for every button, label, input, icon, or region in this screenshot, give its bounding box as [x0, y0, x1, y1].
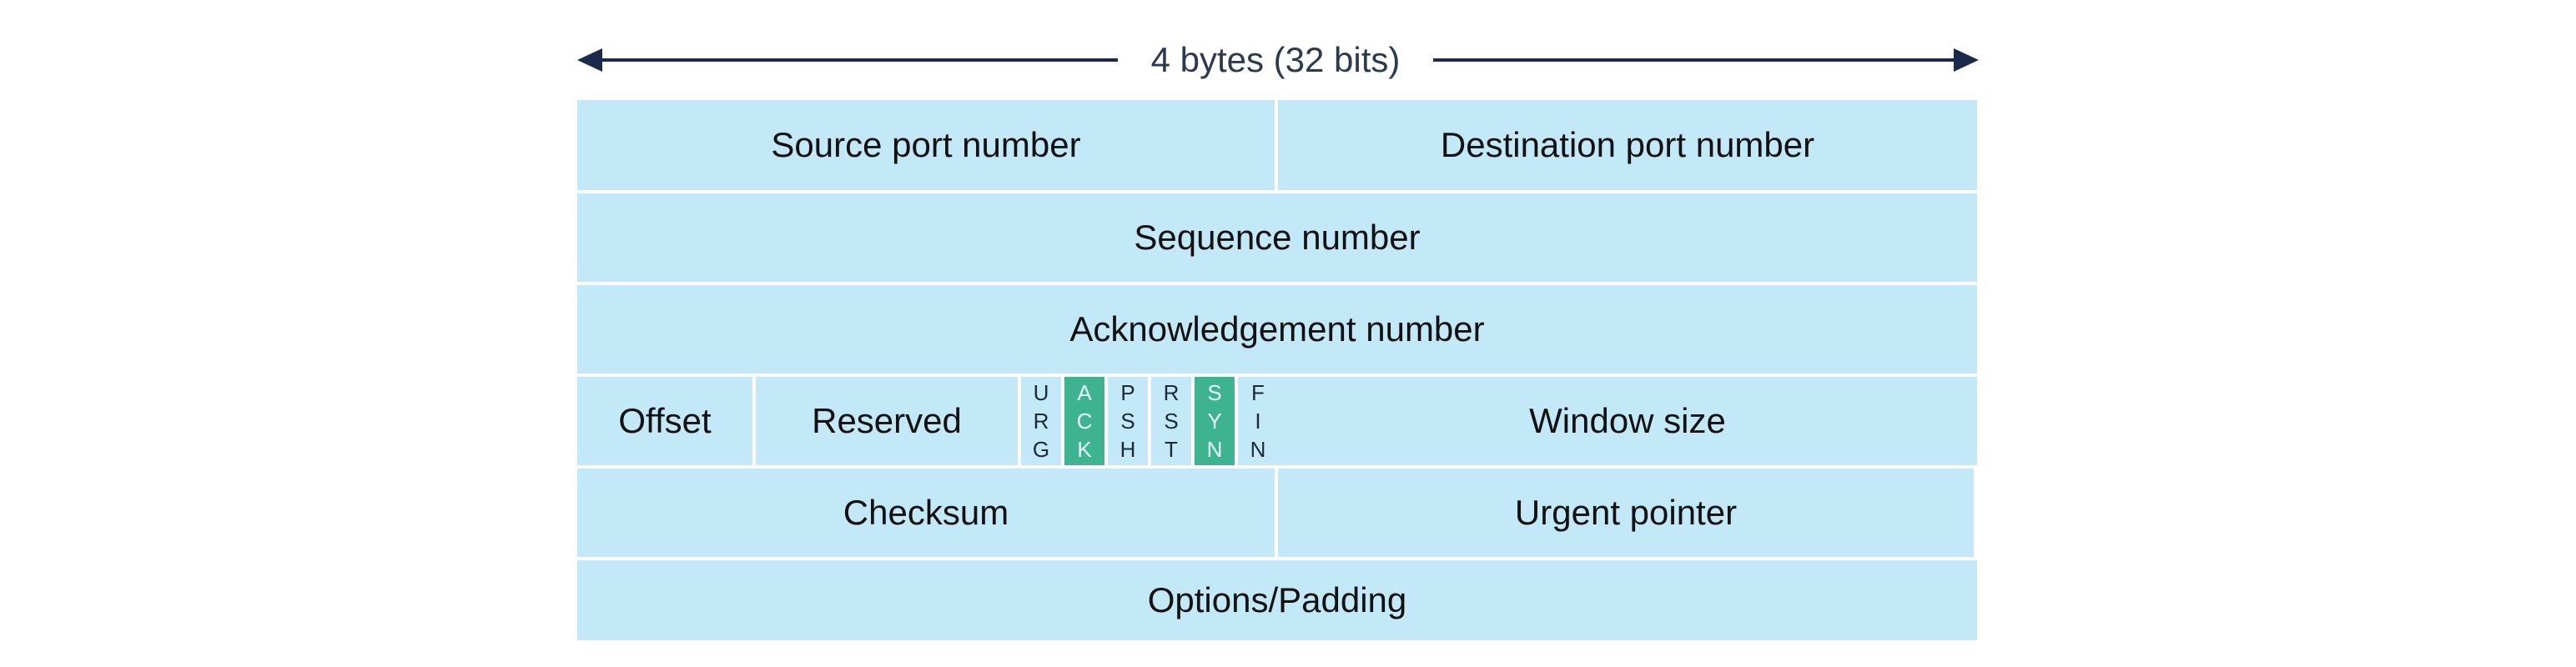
width-arrow-right [1433, 58, 1967, 62]
flag-letter: H [1119, 437, 1136, 462]
flag-letter: T [1165, 437, 1178, 462]
field-reserved: Reserved [756, 377, 1018, 465]
flag-letter: N [1250, 437, 1266, 462]
flag-letter: U [1033, 380, 1049, 405]
width-arrow-left [584, 58, 1118, 62]
flag-letter: K [1077, 437, 1092, 462]
field-urgent-pointer: Urgent pointer [1278, 469, 1974, 557]
flag-letter: N [1206, 437, 1223, 462]
arrowhead-right-icon [1954, 48, 1979, 72]
flag-letter: C [1076, 409, 1093, 434]
field-window-size: Window size [1278, 377, 1977, 465]
field-source-port: Source port number [577, 100, 1275, 190]
flag-letter: S [1120, 409, 1135, 434]
flag-letter: I [1255, 409, 1261, 434]
field-options-padding: Options/Padding [577, 560, 1977, 640]
flag-letter: R [1163, 380, 1180, 405]
flag-letter: A [1077, 380, 1092, 405]
flag-letter: S [1164, 409, 1179, 434]
flag-letter: P [1120, 380, 1135, 405]
field-checksum: Checksum [577, 469, 1275, 557]
field-sequence-number: Sequence number [577, 193, 1977, 282]
field-acknowledgement-number: Acknowledgement number [577, 285, 1977, 374]
field-destination-port: Destination port number [1278, 100, 1977, 190]
flag-letter: F [1251, 380, 1265, 405]
flag-letter: R [1033, 409, 1049, 434]
width-label: 4 bytes (32 bits) [1150, 40, 1401, 79]
flag-letter: S [1207, 380, 1222, 405]
flag-letter: G [1032, 437, 1050, 462]
field-offset: Offset [577, 377, 752, 465]
flag-letter: Y [1207, 409, 1222, 434]
